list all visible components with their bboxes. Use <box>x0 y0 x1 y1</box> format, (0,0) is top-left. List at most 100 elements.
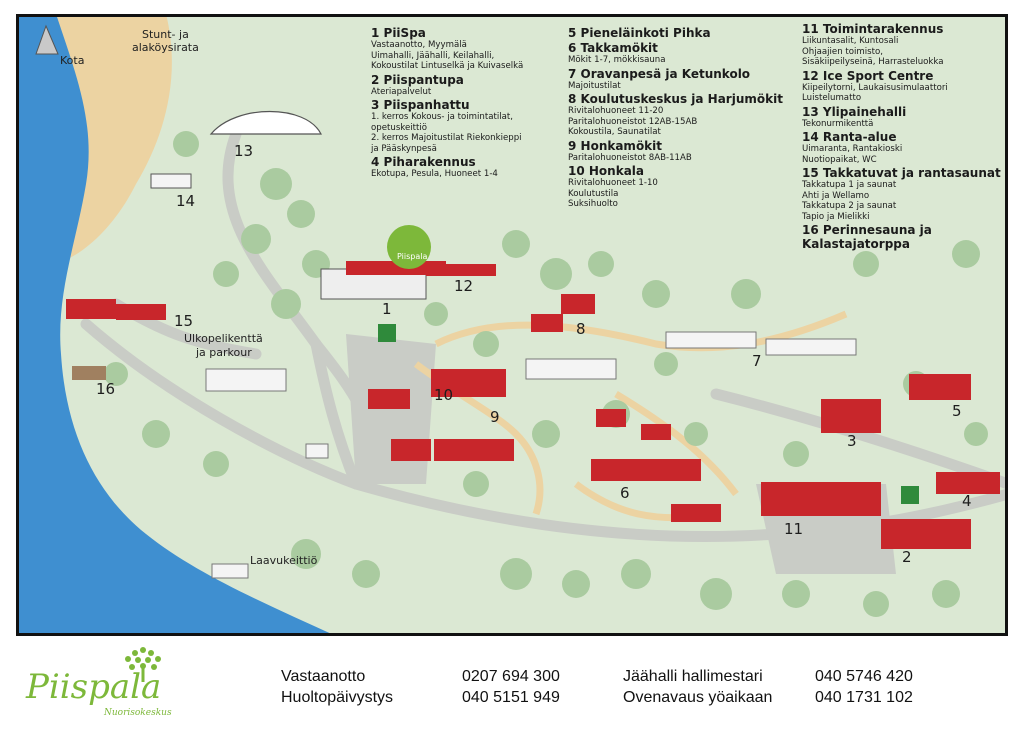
legend-line: Kokoustilat Lintuselkä ja Kuivaselkä <box>371 61 524 71</box>
legend-line: Rivitalohuoneet 11-20 <box>568 106 664 116</box>
legend-column-1: 1 PiiSpa Vastaanotto, Myymälä Uimahalli,… <box>371 26 571 181</box>
marker-14[interactable]: 14 <box>176 192 196 210</box>
legend-item-16: 16 Perinnesauna ja Kalastajatorppa <box>802 223 1002 251</box>
marker-11[interactable]: 11 <box>784 520 804 538</box>
label-sign: Piispala <box>397 252 428 261</box>
legend-title: 16 Perinnesauna ja <box>802 223 932 237</box>
legend-line: Sisäkiipeilyseinä, Harrasteluokka <box>802 57 944 67</box>
legend-item-6: 6 Takkamökit Mökit 1-7, mökkisauna <box>568 41 788 66</box>
legend-line: Koulutustila <box>568 188 619 199</box>
legend-title: 10 Honkala <box>568 164 644 178</box>
legend-item-15: 15 Takkatuvat ja rantasaunat Takkatupa 1… <box>802 166 1002 222</box>
marker-13[interactable]: 13 <box>234 142 254 160</box>
marker-12[interactable]: 12 <box>454 277 474 295</box>
legend-item-2: 2 Piispantupa Ateriapalvelut <box>371 73 571 98</box>
marker-4[interactable]: 4 <box>962 492 972 510</box>
marker-10[interactable]: 10 <box>434 386 454 404</box>
contact-label-maintenance: Huoltopäivystys <box>281 689 394 706</box>
legend-line: Ahti ja Wellamo <box>802 190 870 201</box>
legend-item-11: 11 Toimintarakennus Liikuntasalit, Kunto… <box>802 22 1002 68</box>
legend-line: Liikuntasalit, Kuntosali <box>802 36 899 46</box>
contact-phone-night-door[interactable]: 040 1731 102 <box>815 689 913 706</box>
legend-title: 7 Oravanpesä ja Ketunkolo <box>568 66 751 81</box>
legend-item-10: 10 Honkala Rivitalohuoneet 1-10 Koulutus… <box>568 164 788 210</box>
marker-15[interactable]: 15 <box>174 312 194 330</box>
legend-line: Tekonurmikenttä <box>802 118 874 129</box>
marker-2[interactable]: 2 <box>902 548 912 566</box>
marker-8[interactable]: 8 <box>576 320 586 338</box>
legend-title: 15 Takkatuvat ja rantasaunat <box>802 166 1001 180</box>
legend-line: 2. kerros Majoitustilat Riekonkieppi <box>371 133 522 143</box>
legend-line: Ekotupa, Pesula, Huoneet 1-4 <box>371 169 498 179</box>
legend-item-9: 9 Honkamökit Paritalohuoneistot 8AB-11AB <box>568 139 788 164</box>
legend-line: Nuotiopaikat, WC <box>802 154 877 165</box>
contact-label-icehall: Jäähalli hallimestari <box>623 668 763 685</box>
legend-line: Uimaranta, Rantakioski <box>802 144 903 154</box>
legend-item-3: 3 Piispanhattu 1. kerros Kokous- ja toim… <box>371 98 571 154</box>
legend-item-14: 14 Ranta-alue Uimaranta, Rantakioski Nuo… <box>802 130 1002 165</box>
legend-line: Paritalohuoneistot 12AB-15AB <box>568 116 698 127</box>
legend-line: ja Pääskynpesä <box>371 143 437 154</box>
contact-phone-icehall[interactable]: 040 5746 420 <box>815 668 913 685</box>
legend-line: Vastaanotto, Myymälä <box>371 40 467 50</box>
marker-9[interactable]: 9 <box>490 408 500 426</box>
marker-1[interactable]: 1 <box>382 300 392 318</box>
legend-line: Suksihuolto <box>568 199 618 209</box>
legend-line: Paritalohuoneistot 8AB-11AB <box>568 152 692 163</box>
label-stunt: Stunt- ja <box>142 28 189 41</box>
legend-item-13: 13 Ylipainehalli Tekonurmikenttä <box>802 105 1002 130</box>
label-ulkopeli: Ulkopelikenttä <box>184 332 263 345</box>
contact-label-reception: Vastaanotto <box>281 668 366 685</box>
marker-6[interactable]: 6 <box>620 484 630 502</box>
label-ulkopeli-2: ja parkour <box>196 346 252 359</box>
legend-line: Uimahalli, Jäähalli, Keilahalli, <box>371 50 495 61</box>
legend-title: 11 Toimintarakennus <box>802 22 944 36</box>
legend-title: Kalastajatorppa <box>802 237 910 251</box>
contact-phone-maintenance[interactable]: 040 5151 949 <box>462 689 560 706</box>
legend-line: opetuskeittiö <box>371 122 428 133</box>
label-stunt-2: alaköysirata <box>132 41 199 54</box>
footer: Piispala Nuorisokeskus Vastaanotto Huolt… <box>0 640 1024 736</box>
legend-title: 12 Ice Sport Centre <box>802 68 934 83</box>
legend-line: Kiipeilytorni, Laukaisusimulaattori <box>802 82 948 93</box>
logo-subtext: Nuorisokeskus <box>104 708 172 718</box>
legend-title: 14 Ranta-alue <box>802 130 897 144</box>
legend-title: 5 Pieneläinkoti Pihka <box>568 26 711 40</box>
legend-line: Tapio ja Mielikki <box>802 211 870 222</box>
legend-line: Kokoustila, Saunatilat <box>568 127 661 137</box>
paths <box>413 310 848 522</box>
legend-title: 3 Piispanhattu <box>371 98 470 112</box>
logo-tree-icon <box>125 647 161 682</box>
legend-title: 4 Piharakennus <box>371 155 476 169</box>
marker-3[interactable]: 3 <box>847 432 857 450</box>
map-frame <box>16 14 1008 636</box>
legend-line: Mökit 1-7, mökkisauna <box>568 55 666 65</box>
trees <box>104 131 988 617</box>
legend-title: 8 Koulutuskeskus ja Harjumökit <box>568 92 783 106</box>
logo-text: Piispala <box>26 667 162 707</box>
legend-title: 9 Honkamökit <box>568 138 663 153</box>
legend-line: Luistelumatto <box>802 93 862 103</box>
legend-line: Majoitustilat <box>568 80 621 91</box>
marker-16[interactable]: 16 <box>96 380 116 398</box>
label-laavukeittio: Laavukeittiö <box>250 554 318 567</box>
buildings <box>35 24 1000 579</box>
legend-item-5: 5 Pieneläinkoti Pihka <box>568 26 788 40</box>
legend-title: 13 Ylipainehalli <box>802 104 907 119</box>
legend-title: 6 Takkamökit <box>568 41 658 55</box>
marker-5[interactable]: 5 <box>952 402 962 420</box>
legend-line: 1. kerros Kokous- ja toimintatilat, <box>371 112 513 122</box>
legend-item-1: 1 PiiSpa Vastaanotto, Myymälä Uimahalli,… <box>371 26 571 72</box>
campus-map: Kota Stunt- ja alaköysirata Ulkopelikent… <box>16 14 1014 636</box>
marker-7[interactable]: 7 <box>752 352 762 370</box>
legend-line: Takkatupa 2 ja saunat <box>802 201 897 211</box>
legend-title: 1 PiiSpa <box>371 26 426 40</box>
legend-item-4: 4 Piharakennus Ekotupa, Pesula, Huoneet … <box>371 155 571 180</box>
legend-column-2: 5 Pieneläinkoti Pihka 6 Takkamökit Mökit… <box>568 26 788 211</box>
label-kota: Kota <box>60 54 85 67</box>
legend-line: Rivitalohuoneet 1-10 <box>568 178 658 188</box>
contact-phone-reception[interactable]: 0207 694 300 <box>462 668 560 685</box>
legend-line: Ateriapalvelut <box>371 86 432 97</box>
legend-title: 2 Piispantupa <box>371 72 464 87</box>
legend-line: Takkatupa 1 ja saunat <box>802 180 897 190</box>
